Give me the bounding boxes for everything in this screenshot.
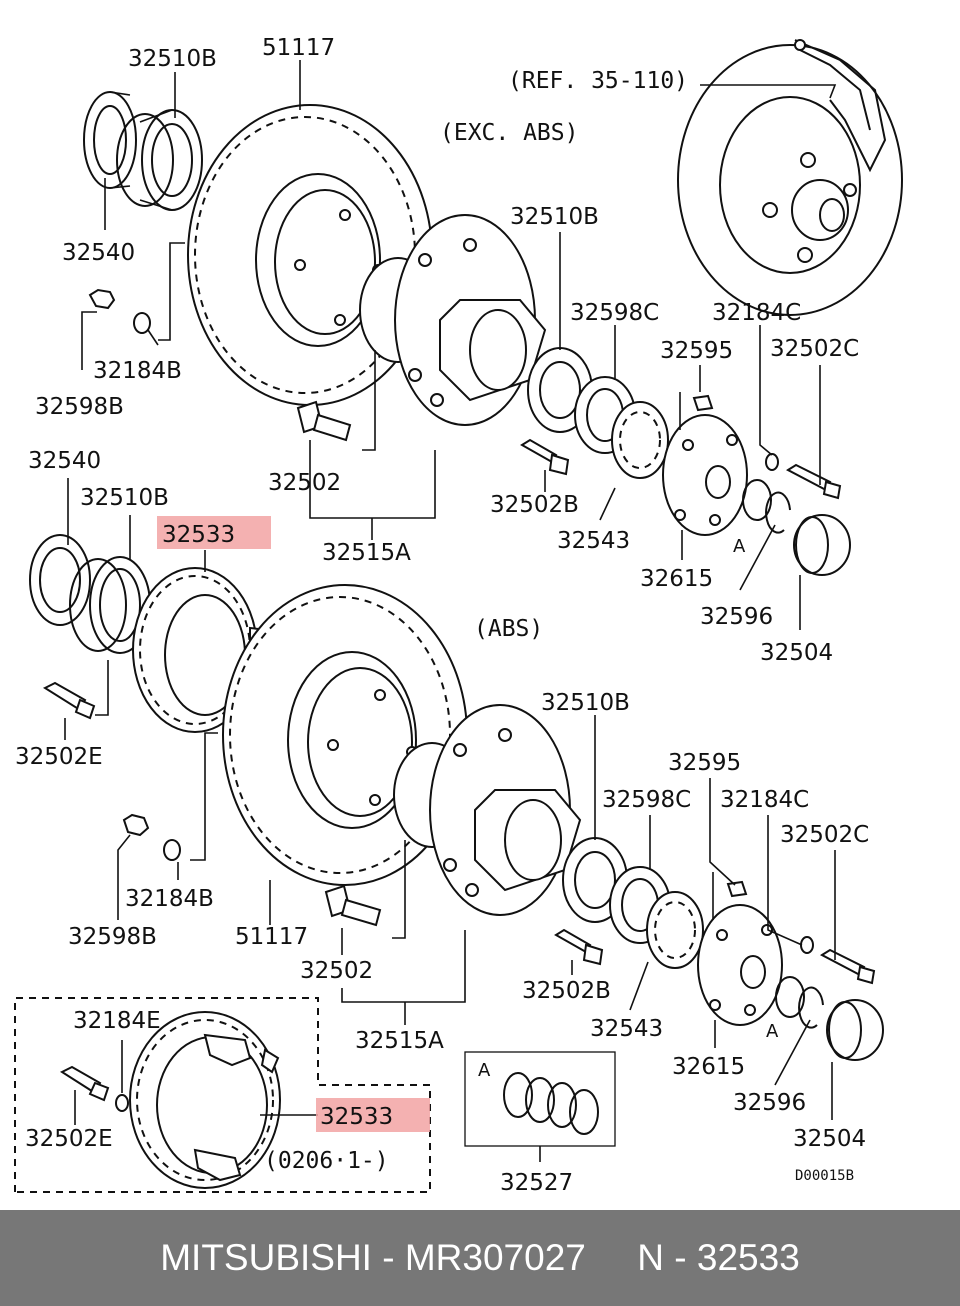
rotor-ring-middle bbox=[646, 891, 704, 969]
label-32510B: 32510B bbox=[128, 46, 217, 72]
oil-seal-middle bbox=[29, 534, 91, 626]
hub-top bbox=[359, 214, 547, 426]
label-32543: 32543 bbox=[590, 1016, 663, 1042]
oil-seal-top bbox=[83, 91, 137, 189]
highlight-32533-middle bbox=[157, 516, 271, 549]
bolt-middle-32502C bbox=[819, 948, 876, 985]
label-32596: 32596 bbox=[700, 604, 773, 630]
washer-bottom-32184E bbox=[115, 1094, 129, 1112]
bolt-bottom-32502E bbox=[59, 1065, 110, 1102]
washer-middle-32184C bbox=[800, 936, 814, 954]
label-32533-highlighted: 32533 bbox=[162, 522, 235, 548]
nut-middle bbox=[122, 813, 150, 837]
label-32515A: 32515A bbox=[322, 540, 411, 566]
parts-diagram: (REF. 35-110) (EXC. ABS) (ABS) (0206·1-)… bbox=[14, 35, 903, 1196]
label-32502E: 32502E bbox=[15, 744, 103, 770]
label-32502B: 32502B bbox=[490, 492, 579, 518]
label-32527: 32527 bbox=[500, 1170, 573, 1196]
footer-part-number: MR307027 bbox=[404, 1237, 586, 1278]
label-32595: 32595 bbox=[660, 338, 733, 364]
label-32595: 32595 bbox=[668, 750, 741, 776]
hub-cap-middle bbox=[826, 999, 884, 1061]
label-32598B: 32598B bbox=[68, 924, 157, 950]
footer-brand: MITSUBISHI bbox=[160, 1237, 372, 1278]
label-32510B: 32510B bbox=[541, 690, 630, 716]
abs-sensor-ring-bottom bbox=[129, 1011, 281, 1189]
note-date-code: (0206·1-) bbox=[264, 1148, 389, 1174]
bolt-middle-32502B bbox=[554, 928, 604, 966]
bolt-middle-32502E bbox=[42, 681, 96, 720]
rotor-ring-top bbox=[611, 401, 669, 479]
label-32184E: 32184E bbox=[73, 1008, 161, 1034]
label-32598B: 32598B bbox=[35, 394, 124, 420]
footer-gap bbox=[586, 1237, 637, 1279]
drawing-code: D00015B bbox=[795, 1168, 854, 1184]
label-32543: 32543 bbox=[557, 528, 630, 554]
label-32184B: 32184B bbox=[125, 886, 214, 912]
snap-ring-top bbox=[742, 479, 791, 534]
footer-separator: - bbox=[371, 1237, 405, 1278]
marker-a-top: A bbox=[733, 536, 746, 557]
label-32596: 32596 bbox=[733, 1090, 806, 1116]
label-32184C: 32184C bbox=[720, 787, 809, 813]
lock-flange-top bbox=[662, 414, 748, 536]
label-32504: 32504 bbox=[793, 1126, 866, 1152]
marker-a-kit: A bbox=[478, 1060, 491, 1081]
footer-reference: N - 32533 bbox=[637, 1237, 800, 1278]
bearing-top-outer bbox=[116, 109, 203, 211]
label-32510B: 32510B bbox=[510, 204, 599, 230]
nut-top bbox=[88, 288, 116, 310]
part-info-footer: MITSUBISHI - MR307027 N - 32533 bbox=[0, 1210, 960, 1306]
marker-a-middle: A bbox=[766, 1021, 779, 1042]
washer-top-32184C bbox=[765, 453, 779, 471]
reference-brake-assembly-drawing bbox=[677, 39, 903, 316]
label-51117: 51117 bbox=[262, 35, 335, 61]
hub-cap-top bbox=[793, 514, 851, 576]
label-51117: 51117 bbox=[235, 924, 308, 950]
note-abs: (ABS) bbox=[474, 616, 543, 642]
label-32502E: 32502E bbox=[25, 1126, 113, 1152]
label-32533-highlighted: 32533 bbox=[320, 1104, 393, 1130]
stud-middle bbox=[324, 884, 382, 927]
label-32598C: 32598C bbox=[570, 300, 659, 326]
screw-top-32595 bbox=[692, 394, 714, 412]
label-32515A: 32515A bbox=[355, 1028, 444, 1054]
abs-rotor-ring-middle bbox=[132, 567, 269, 733]
bolt-top-32502C bbox=[785, 463, 842, 500]
label-32615: 32615 bbox=[672, 1054, 745, 1080]
label-32615: 32615 bbox=[640, 566, 713, 592]
washer-middle bbox=[163, 839, 181, 861]
note-ref: (REF. 35-110) bbox=[508, 68, 688, 94]
snap-ring-middle bbox=[775, 976, 824, 1029]
label-32540: 32540 bbox=[28, 448, 101, 474]
label-32504: 32504 bbox=[760, 640, 833, 666]
screw-middle-32595 bbox=[726, 880, 748, 898]
stud-top bbox=[296, 400, 352, 442]
bolt-top-32502B bbox=[520, 438, 570, 476]
label-32510B: 32510B bbox=[80, 485, 169, 511]
hub-middle bbox=[393, 704, 582, 916]
label-32598C: 32598C bbox=[602, 787, 691, 813]
label-32502C: 32502C bbox=[780, 822, 869, 848]
label-32540: 32540 bbox=[62, 240, 135, 266]
note-exc-abs: (EXC. ABS) bbox=[440, 120, 578, 146]
label-32184B: 32184B bbox=[93, 358, 182, 384]
label-32502: 32502 bbox=[300, 958, 373, 984]
label-32502: 32502 bbox=[268, 470, 341, 496]
highlight-32533-bottom bbox=[316, 1098, 430, 1132]
lock-flange-middle bbox=[697, 904, 783, 1026]
label-32502C: 32502C bbox=[770, 336, 859, 362]
label-32184C: 32184C bbox=[712, 300, 801, 326]
seal-kit-rings bbox=[503, 1072, 599, 1135]
washer-top bbox=[133, 312, 151, 334]
label-32502B: 32502B bbox=[522, 978, 611, 1004]
